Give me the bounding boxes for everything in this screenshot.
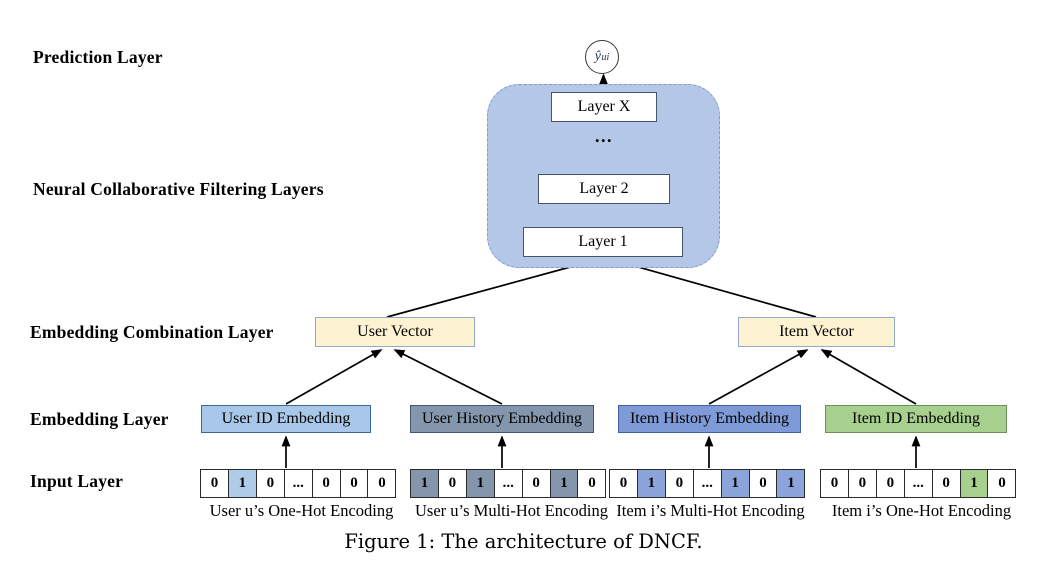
encoding-cell: 0 <box>577 469 607 498</box>
ncf-ellipsis: ... <box>595 126 613 146</box>
label-embedding-layer: Embedding Layer <box>30 409 169 429</box>
label-ncf-layers: Neural Collaborative Filtering Layers <box>33 179 324 199</box>
node-user-id-embedding: User ID Embedding <box>201 405 371 433</box>
encoding-cell: 1 <box>549 469 579 498</box>
node-item-vector: Item Vector <box>738 317 895 347</box>
encoding-cell: 1 <box>959 469 989 498</box>
encoding-cell: 1 <box>776 469 806 498</box>
encoding-cell: 0 <box>339 469 369 498</box>
encoding-cell: 0 <box>664 469 694 498</box>
arrow-user-vector-to-layer1 <box>386 258 598 318</box>
encoding-cell: ... <box>903 469 933 498</box>
label-embedding-combination-layer: Embedding Combination Layer <box>30 322 274 342</box>
encoding-cell: 1 <box>720 469 750 498</box>
encoding-caption: Item i’s One-Hot Encoding <box>831 501 1012 520</box>
encoding-cell: 0 <box>609 469 638 498</box>
arrow-item-vector-to-layer1 <box>611 258 817 318</box>
encoding-caption: User u’s Multi-Hot Encoding <box>415 501 608 520</box>
arrow-item-id-to-item-vector <box>820 349 917 405</box>
encoding-cell: 0 <box>847 469 877 498</box>
encoding-cell: 1 <box>227 469 257 498</box>
encoding-cell: ... <box>493 469 523 498</box>
node-item-id-embedding: Item ID Embedding <box>825 405 1007 433</box>
prediction-symbol: ŷ <box>594 49 601 64</box>
arrow-user-id-to-user-vector <box>285 349 383 405</box>
label-prediction-layer: Prediction Layer <box>33 47 163 67</box>
node-user-history-embedding: User History Embedding <box>410 405 594 433</box>
encoding-cell: ... <box>283 469 313 498</box>
node-layer-2: Layer 2 <box>538 174 670 204</box>
encoding-caption: User u’s One-Hot Encoding <box>209 501 394 520</box>
encoding-cell: 0 <box>367 469 397 498</box>
encoding-cell: 1 <box>410 469 439 498</box>
encoding-cell: 0 <box>875 469 905 498</box>
encoding-cell: 0 <box>311 469 341 498</box>
node-item-history-embedding: Item History Embedding <box>618 405 801 433</box>
encoding-cell: 0 <box>748 469 778 498</box>
encoding-cell: 0 <box>987 469 1017 498</box>
encoding-cell: 0 <box>255 469 285 498</box>
encoding-cell: 0 <box>437 469 467 498</box>
prediction-subscript: ui <box>601 51 610 63</box>
encoding-cell: 1 <box>636 469 666 498</box>
node-user-vector: User Vector <box>315 317 475 347</box>
encoding-cell: 0 <box>931 469 961 498</box>
node-layer-1: Layer 1 <box>523 227 683 257</box>
arrow-item-history-to-item-vector <box>708 349 809 405</box>
encoding-caption: Item i’s Multi-Hot Encoding <box>616 501 805 520</box>
encoding-cell: 0 <box>200 469 229 498</box>
encoding-cell: 0 <box>521 469 551 498</box>
encoding-cell: 0 <box>820 469 849 498</box>
figure-caption: Figure 1: The architecture of DNCF. <box>344 530 703 553</box>
node-layer-x: Layer X <box>551 92 657 122</box>
encoding-cell: 1 <box>465 469 495 498</box>
arrow-user-history-to-user-vector <box>393 349 503 405</box>
encoding-cell: ... <box>692 469 722 498</box>
label-input-layer: Input Layer <box>30 471 124 491</box>
